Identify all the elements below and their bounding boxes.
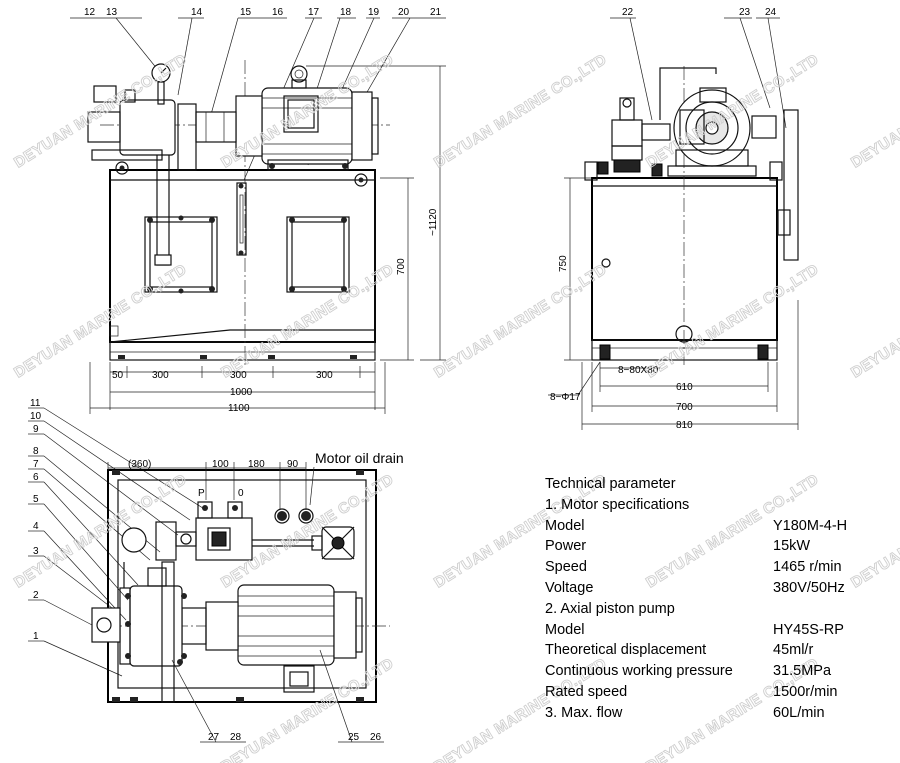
callout-14: 14	[191, 7, 203, 18]
watermark: DEYUAN MARINE CO.,LTD	[11, 261, 190, 382]
param-value: 1465 r/min	[773, 559, 842, 576]
callout-2: 2	[33, 590, 39, 601]
watermark: DEYUAN MARINE CO.,LTD	[848, 51, 900, 172]
param-value: Y180M-4-H	[773, 517, 848, 534]
plan-motor	[237, 584, 335, 666]
param-value: 1500r/min	[773, 683, 838, 700]
side-view: 22 23 24	[548, 7, 799, 431]
watermark: DEYUAN MARINE CO.,LTD	[218, 655, 397, 763]
technical-parameters: Technical parameter 1. Motor specificati…	[545, 474, 865, 724]
param-row: Power 15kW	[545, 536, 865, 557]
param-row: Continuous working pressure 31.5MPa	[545, 661, 865, 682]
callout-18: 18	[340, 7, 352, 18]
param-row: Model HY45S-RP	[545, 620, 865, 641]
dim-610: 610	[676, 382, 693, 393]
dim-300-a: 300	[152, 370, 169, 381]
param-row: Speed 1465 r/min	[545, 557, 865, 578]
watermark: DEYUAN MARINE CO.,LTD	[643, 261, 822, 382]
dim-300-b: 300	[230, 370, 247, 381]
dim-1000: 1000	[230, 387, 253, 398]
plan-view: 11 10 9 8 7 6 5 4 3 2 1	[28, 398, 404, 743]
tech-title: Technical parameter	[545, 476, 676, 492]
callout-24: 24	[765, 7, 777, 18]
param-row: Model Y180M-4-H	[545, 516, 865, 537]
param-key: Power	[545, 538, 587, 555]
param-row: Theoretical displacement 45ml/r	[545, 640, 865, 661]
callout-23: 23	[739, 7, 751, 18]
callout-1: 1	[33, 631, 39, 642]
param-value: 31.5MPa	[773, 663, 832, 680]
callout-28: 28	[230, 732, 242, 743]
dim-1100: 1100	[228, 403, 250, 414]
dim-bolts: 8−Φ17	[550, 392, 581, 403]
callout-27: 27	[208, 732, 220, 743]
pump-body	[119, 99, 176, 156]
dim-100: 100	[212, 459, 229, 470]
watermark: DEYUAN MARINE CO.,LTD	[218, 261, 397, 382]
port-o-label: 0	[238, 488, 244, 499]
param-value: 60L/min	[773, 704, 825, 721]
callout-20: 20	[398, 7, 410, 18]
callout-3: 3	[33, 546, 39, 557]
dim-holes: 8−80X80	[618, 365, 659, 376]
callout-19: 19	[368, 7, 380, 18]
callout-12: 12	[84, 7, 96, 18]
callout-21: 21	[430, 7, 442, 18]
param-key: Rated speed	[545, 683, 628, 700]
callout-26: 26	[370, 732, 382, 743]
param-key: Theoretical displacement	[545, 642, 707, 659]
port-p-label: P	[198, 488, 205, 499]
param-key: 3. Max. flow	[545, 704, 623, 721]
motor-oil-drain-label: Motor oil drain	[315, 450, 404, 466]
dim-1120: ~1120	[428, 208, 439, 236]
watermark: DEYUAN MARINE CO.,LTD	[848, 261, 900, 382]
param-key: Model	[545, 517, 585, 534]
front-view: 12 13 14 15 16 17 18 19 20 21	[70, 7, 446, 414]
param-value: 380V/50Hz	[773, 579, 845, 596]
callout-11: 11	[30, 398, 41, 409]
callout-17: 17	[308, 7, 320, 18]
callout-15: 15	[240, 7, 252, 18]
callout-6: 6	[33, 472, 39, 483]
motor-heading: 1. Motor specifications	[545, 496, 690, 513]
callout-4: 4	[33, 521, 39, 532]
callout-13: 13	[106, 7, 118, 18]
param-value: HY45S-RP	[773, 621, 844, 638]
dim-90: 90	[287, 459, 299, 470]
callout-10: 10	[30, 411, 42, 422]
callout-5: 5	[33, 494, 39, 505]
watermark: DEYUAN MARINE CO.,LTD	[431, 261, 610, 382]
param-key: Model	[545, 621, 585, 638]
callout-16: 16	[272, 7, 284, 18]
callout-8: 8	[33, 446, 39, 457]
param-key: Voltage	[545, 579, 594, 596]
dim-700-side: 700	[676, 402, 693, 413]
pump-heading: 2. Axial piston pump	[545, 600, 675, 617]
param-key: Continuous working pressure	[545, 663, 733, 680]
param-key: Speed	[545, 559, 587, 576]
param-row: Rated speed 1500r/min	[545, 682, 865, 703]
callout-25: 25	[348, 732, 360, 743]
dim-750: 750	[558, 255, 569, 272]
dim-300-c: 300	[316, 370, 333, 381]
param-value: 45ml/r	[773, 642, 814, 659]
dim-700: 700	[396, 258, 407, 275]
dim-180: 180	[248, 459, 265, 470]
param-value: 15kW	[773, 538, 811, 555]
dim-810: 810	[676, 420, 693, 431]
dim-360: (360)	[128, 459, 151, 470]
param-row: 3. Max. flow 60L/min	[545, 703, 865, 724]
callout-22: 22	[622, 7, 634, 18]
callout-9: 9	[33, 424, 39, 435]
dim-50: 50	[112, 370, 124, 381]
callout-7: 7	[33, 459, 39, 470]
param-row: Voltage 380V/50Hz	[545, 578, 865, 599]
watermark: DEYUAN MARINE CO.,LTD	[431, 51, 610, 172]
